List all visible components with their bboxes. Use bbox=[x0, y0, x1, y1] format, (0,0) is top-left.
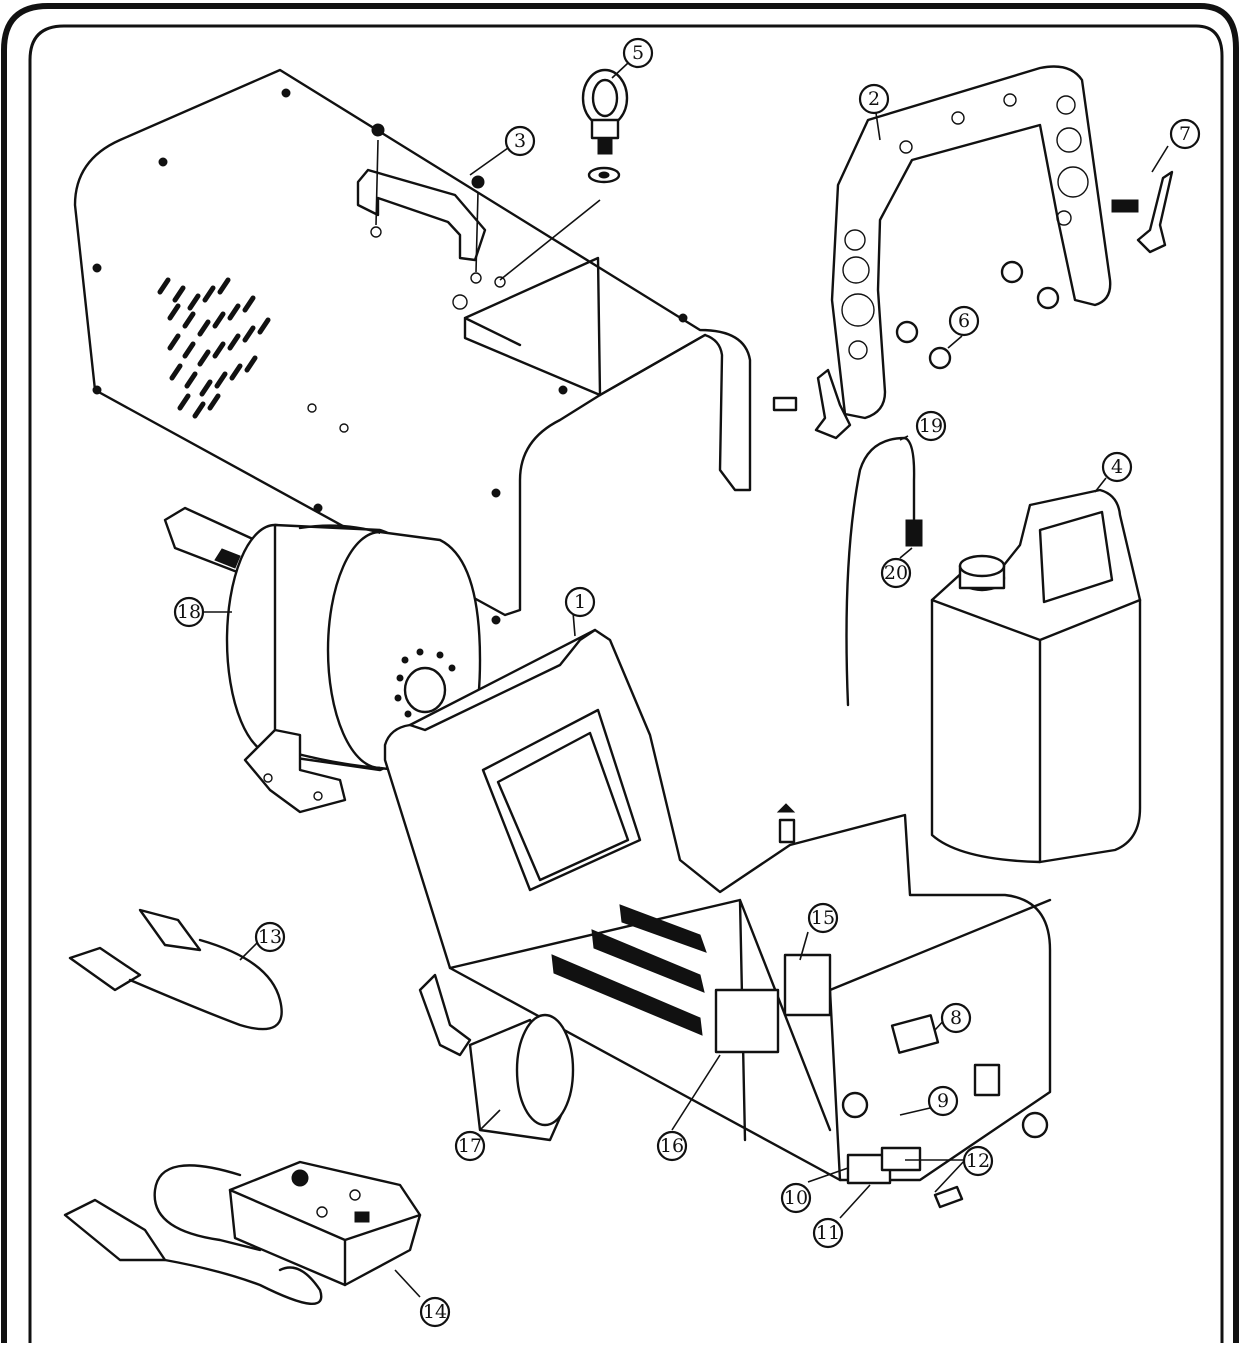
callout-label: 20 bbox=[884, 562, 908, 584]
callout-16: 16 bbox=[656, 1130, 688, 1162]
callout-8: 8 bbox=[940, 1002, 972, 1034]
callout-4: 4 bbox=[1101, 451, 1133, 483]
callout-label: 14 bbox=[423, 1301, 447, 1323]
callout-19: 19 bbox=[915, 410, 947, 442]
fluid-jug bbox=[930, 488, 1142, 864]
callout-10: 10 bbox=[780, 1182, 812, 1214]
callout-9: 9 bbox=[927, 1085, 959, 1117]
callout-5: 5 bbox=[622, 37, 654, 69]
callout-7: 7 bbox=[1169, 118, 1201, 150]
callout-13: 13 bbox=[254, 921, 286, 953]
callout-label: 15 bbox=[811, 907, 835, 929]
callout-1: 1 bbox=[564, 586, 596, 618]
power-cord bbox=[68, 908, 283, 1031]
callout-label: 7 bbox=[1179, 123, 1191, 145]
callout-label: 19 bbox=[919, 415, 943, 437]
remote-control bbox=[63, 1160, 422, 1305]
callout-label: 4 bbox=[1111, 456, 1123, 478]
main-chassis bbox=[383, 628, 1052, 1209]
diagram-frame bbox=[1, 3, 1239, 1346]
eye-bolt bbox=[581, 68, 629, 184]
callout-label: 6 bbox=[958, 310, 970, 332]
carry-handle bbox=[356, 123, 601, 310]
callout-label: 12 bbox=[966, 1150, 990, 1172]
callout-label: 2 bbox=[868, 88, 880, 110]
callout-12: 12 bbox=[962, 1145, 994, 1177]
callout-3: 3 bbox=[504, 125, 536, 157]
callout-label: 3 bbox=[514, 130, 526, 152]
callout-label: 8 bbox=[950, 1007, 962, 1029]
frame-bracket bbox=[772, 65, 1174, 440]
callout-14: 14 bbox=[419, 1296, 451, 1328]
callout-2: 2 bbox=[858, 83, 890, 115]
callout-label: 1 bbox=[574, 591, 586, 613]
callout-label: 9 bbox=[937, 1090, 949, 1112]
callout-label: 17 bbox=[458, 1135, 482, 1157]
callout-6: 6 bbox=[948, 305, 980, 337]
callout-label: 16 bbox=[660, 1135, 684, 1157]
callout-label: 10 bbox=[784, 1187, 808, 1209]
callout-label: 18 bbox=[177, 601, 201, 623]
callout-18: 18 bbox=[173, 596, 205, 628]
callout-17: 17 bbox=[454, 1130, 486, 1162]
vent-slots bbox=[157, 277, 271, 419]
pump bbox=[418, 973, 575, 1142]
callout-label: 11 bbox=[816, 1222, 840, 1244]
cover-housing bbox=[73, 68, 752, 625]
callout-11: 11 bbox=[812, 1217, 844, 1249]
cable-nozzle bbox=[845, 436, 923, 707]
callout-label: 13 bbox=[258, 926, 282, 948]
callout-20: 20 bbox=[880, 557, 912, 589]
callout-label: 5 bbox=[632, 42, 644, 64]
callout-15: 15 bbox=[807, 902, 839, 934]
